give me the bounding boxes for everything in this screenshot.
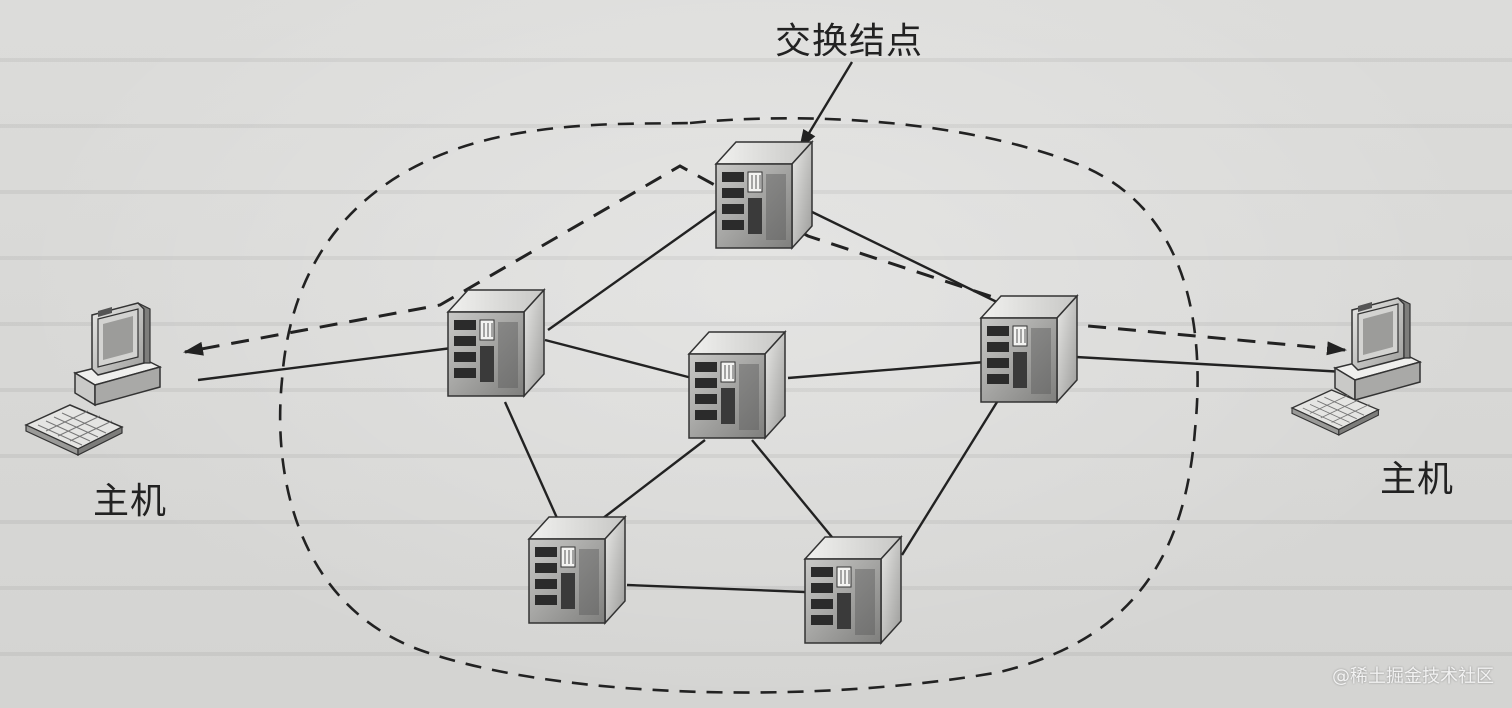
switch-node-bottom-right: [804, 536, 902, 644]
link-right-bottom-right: [900, 393, 1004, 556]
link-center-bottom-right: [751, 439, 837, 543]
link-right-host-right: [1075, 355, 1346, 374]
switch-node-top: [715, 141, 813, 249]
link-bottom-left-bottom-right: [626, 583, 806, 594]
links: [197, 207, 1346, 594]
watermark: @稀土掘金技术社区: [1332, 666, 1494, 687]
link-n1-top: [547, 207, 721, 331]
link-center-right: [787, 360, 986, 380]
switching-node-label: 交换结点: [775, 21, 924, 62]
switch-node-bottom-left: [528, 516, 626, 624]
link-top-right: [807, 208, 1004, 307]
link-n1-bottom-left: [503, 401, 559, 519]
link-host-left-n1: [197, 346, 453, 382]
host-left-computer-icon: [74, 302, 161, 406]
switch-node-right: [980, 295, 1078, 403]
host-right-computer-icon: [1334, 297, 1421, 401]
link-center-bottom-left: [597, 439, 706, 523]
link-n1-center: [544, 338, 693, 380]
network-boundary: [278, 117, 1199, 694]
switch-node-left: [447, 289, 545, 397]
packet-path: [183, 164, 1346, 356]
switch-node-center: [688, 331, 786, 439]
host-right-label: 主机: [1380, 459, 1455, 500]
host-left-label: 主机: [93, 481, 168, 522]
callout-arrow: [798, 61, 854, 150]
host-left-keyboard-icon: [25, 404, 123, 456]
